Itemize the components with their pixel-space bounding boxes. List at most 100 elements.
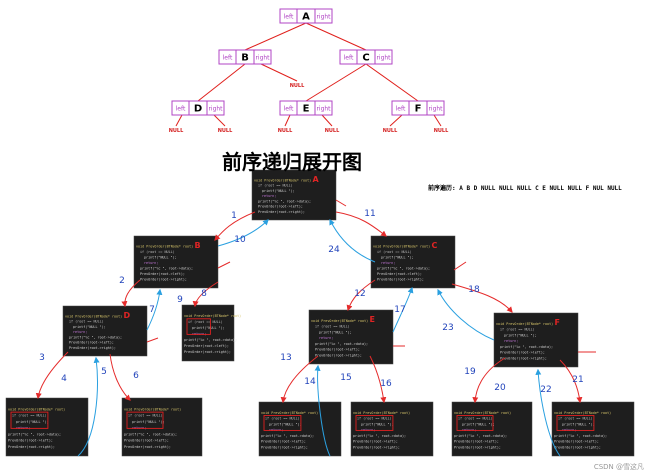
code-panel-bg (370, 235, 456, 289)
code-line: PrevOrder(root->right); (353, 445, 400, 449)
code-panel-bg (181, 304, 235, 362)
step-number: 3 (39, 353, 45, 363)
step-number: 18 (468, 285, 480, 295)
code-line: if (root == NULL) (500, 328, 535, 332)
code-line: printf("%c ", root->data); (377, 267, 430, 271)
null-label: NULL (325, 128, 340, 134)
null-edge (175, 114, 183, 127)
code-line: if (root == NULL) (140, 250, 175, 254)
code-line: PrevOrder(root->right); (124, 445, 171, 449)
code-panel-bg (350, 401, 434, 457)
node-exit-mark (217, 261, 231, 269)
code-line: PrevOrder(root->left); (500, 351, 545, 355)
panel-node-letter: D (123, 311, 130, 320)
code-line: return; (73, 330, 87, 334)
node-value: B (241, 53, 249, 64)
code-panel-bg (308, 309, 394, 365)
code-line: PrevOrder(root->left); (124, 439, 169, 443)
code-panel-e-right-null: void PrevOrder(BTNode* root) if (root == … (350, 401, 434, 457)
call-arrow (35, 351, 69, 400)
step-number: 7 (149, 305, 155, 315)
code-line: PrevOrder(root->right); (140, 278, 187, 282)
call-arrow (472, 357, 506, 404)
code-line: PrevOrder(root->right); (454, 445, 501, 449)
code-panel-b: void PrevOrder(BTNode* root)if (root == … (133, 235, 219, 289)
code-panel-f-right-null: void PrevOrder(BTNode* root)if (root == … (551, 401, 635, 457)
code-panel-a: void PrevOrder(BTNode* root)if (root == … (251, 169, 337, 221)
code-panel-bg (133, 235, 219, 289)
code-line: PrevOrder(root->left); (454, 440, 499, 444)
code-line: void PrevOrder(BTNode* root) (124, 407, 181, 411)
code-panel-e-left-null: void PrevOrder(BTNode* root)if (root == … (258, 401, 342, 457)
node-left-label: left (284, 106, 294, 113)
node-left-label: left (284, 14, 294, 21)
step-number: 2 (119, 276, 125, 286)
tree-edge-b-d (197, 63, 246, 102)
code-line: PrevOrder(root->right); (69, 346, 116, 350)
code-line: if (root == NULL) (128, 414, 163, 418)
code-line: if (root == NULL) (69, 320, 104, 324)
step-number: 21 (572, 375, 583, 385)
code-line: PrevOrder(root->left); (140, 272, 185, 276)
step-number: 6 (133, 371, 139, 381)
node-left-label: left (396, 106, 406, 113)
panel-node-letter: B (194, 241, 200, 250)
null-branch-highlight (263, 415, 302, 431)
code-line: if (root == NULL) (357, 417, 392, 421)
node-left-label: left (223, 55, 233, 62)
step-number: 4 (61, 374, 67, 384)
diagram-title: 前序递归展开图 (222, 150, 362, 174)
return-arrow (314, 364, 331, 457)
return-arrow (77, 356, 100, 457)
node-right-label: right (316, 106, 331, 113)
step-number: 19 (464, 367, 476, 377)
code-panel-bg (62, 305, 148, 357)
call-arrow (109, 353, 131, 401)
code-line: printf("%c ", root->data); (353, 434, 406, 438)
tree-edge-a-b (244, 22, 307, 51)
call-arrow (559, 359, 583, 404)
code-line: PrevOrder(root->left); (554, 440, 599, 444)
step-number: 20 (494, 383, 506, 393)
code-line: void PrevOrder(BTNode* root) (184, 314, 241, 318)
code-panel-c: void PrevOrder(BTNode* root)if (root == … (370, 235, 456, 289)
tree-edge-c-f (365, 63, 419, 102)
node-left-label: left (176, 106, 186, 113)
node-right-label: right (255, 55, 270, 62)
code-line: printf("%c ", root->data); (554, 434, 607, 438)
code-line: PrevOrder(root->right); (258, 210, 305, 214)
code-line: PrevOrder(root->right); (377, 278, 424, 282)
code-line: if (root == NULL) (12, 414, 47, 418)
node-left-label: left (344, 55, 354, 62)
code-line: printf("%c ", root->data); (258, 199, 311, 203)
code-line: printf("NULL "); (132, 420, 165, 424)
code-line: void PrevOrder(BTNode* root) (353, 411, 410, 415)
null-branch-highlight (186, 318, 211, 335)
step-number: 22 (540, 385, 551, 395)
step-number: 15 (340, 373, 351, 383)
code-line: return; (144, 261, 158, 265)
node-right-label: right (316, 14, 331, 21)
code-line: void PrevOrder(BTNode* root) (454, 411, 511, 415)
step-number: 24 (328, 245, 340, 255)
call-arrow (214, 211, 256, 241)
code-line: printf("NULL "); (319, 330, 352, 334)
step-number: 17 (394, 305, 405, 315)
code-line: void PrevOrder(BTNode* root) (8, 407, 65, 411)
code-panel-e: void PrevOrder(BTNode* root)if (root == … (308, 309, 394, 365)
null-branch-highlight (126, 411, 164, 429)
null-label: NULL (278, 128, 293, 134)
call-arrow (451, 283, 513, 313)
code-line: PrevOrder(root->right); (8, 445, 55, 449)
return-arrow (437, 288, 495, 341)
code-panel-d-left-null: void PrevOrder(BTNode* root) if (root == … (5, 397, 89, 457)
null-branch-highlight (10, 411, 49, 429)
tree-edge-c-e (305, 63, 367, 102)
code-line: void PrevOrder(BTNode* root) (373, 245, 430, 249)
panel-node-letter: E (369, 315, 374, 324)
null-edge (284, 114, 291, 127)
code-line: return; (319, 336, 333, 340)
